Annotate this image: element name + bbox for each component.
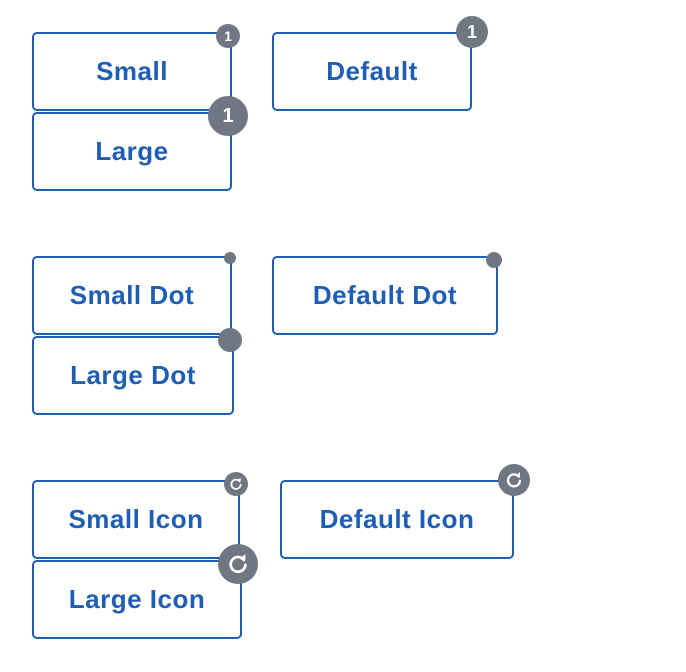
default-button[interactable]: Default (272, 32, 472, 111)
refresh-icon (224, 472, 248, 496)
default-dot-badge (486, 252, 502, 268)
refresh-icon (498, 464, 530, 496)
large-button[interactable]: Large (32, 112, 232, 191)
default-count-badge: 1 (456, 16, 488, 48)
large-count-badge: 1 (208, 96, 248, 136)
large-icon-button[interactable]: Large Icon (32, 560, 242, 639)
large-dot-badge (218, 328, 242, 352)
small-dot-button[interactable]: Small Dot (32, 256, 232, 335)
small-count-badge: 1 (216, 24, 240, 48)
small-icon-button[interactable]: Small Icon (32, 480, 240, 559)
refresh-icon (218, 544, 258, 584)
default-icon-button[interactable]: Default Icon (280, 480, 514, 559)
large-dot-button[interactable]: Large Dot (32, 336, 234, 415)
small-dot-badge (224, 252, 236, 264)
small-button[interactable]: Small (32, 32, 232, 111)
default-dot-button[interactable]: Default Dot (272, 256, 498, 335)
